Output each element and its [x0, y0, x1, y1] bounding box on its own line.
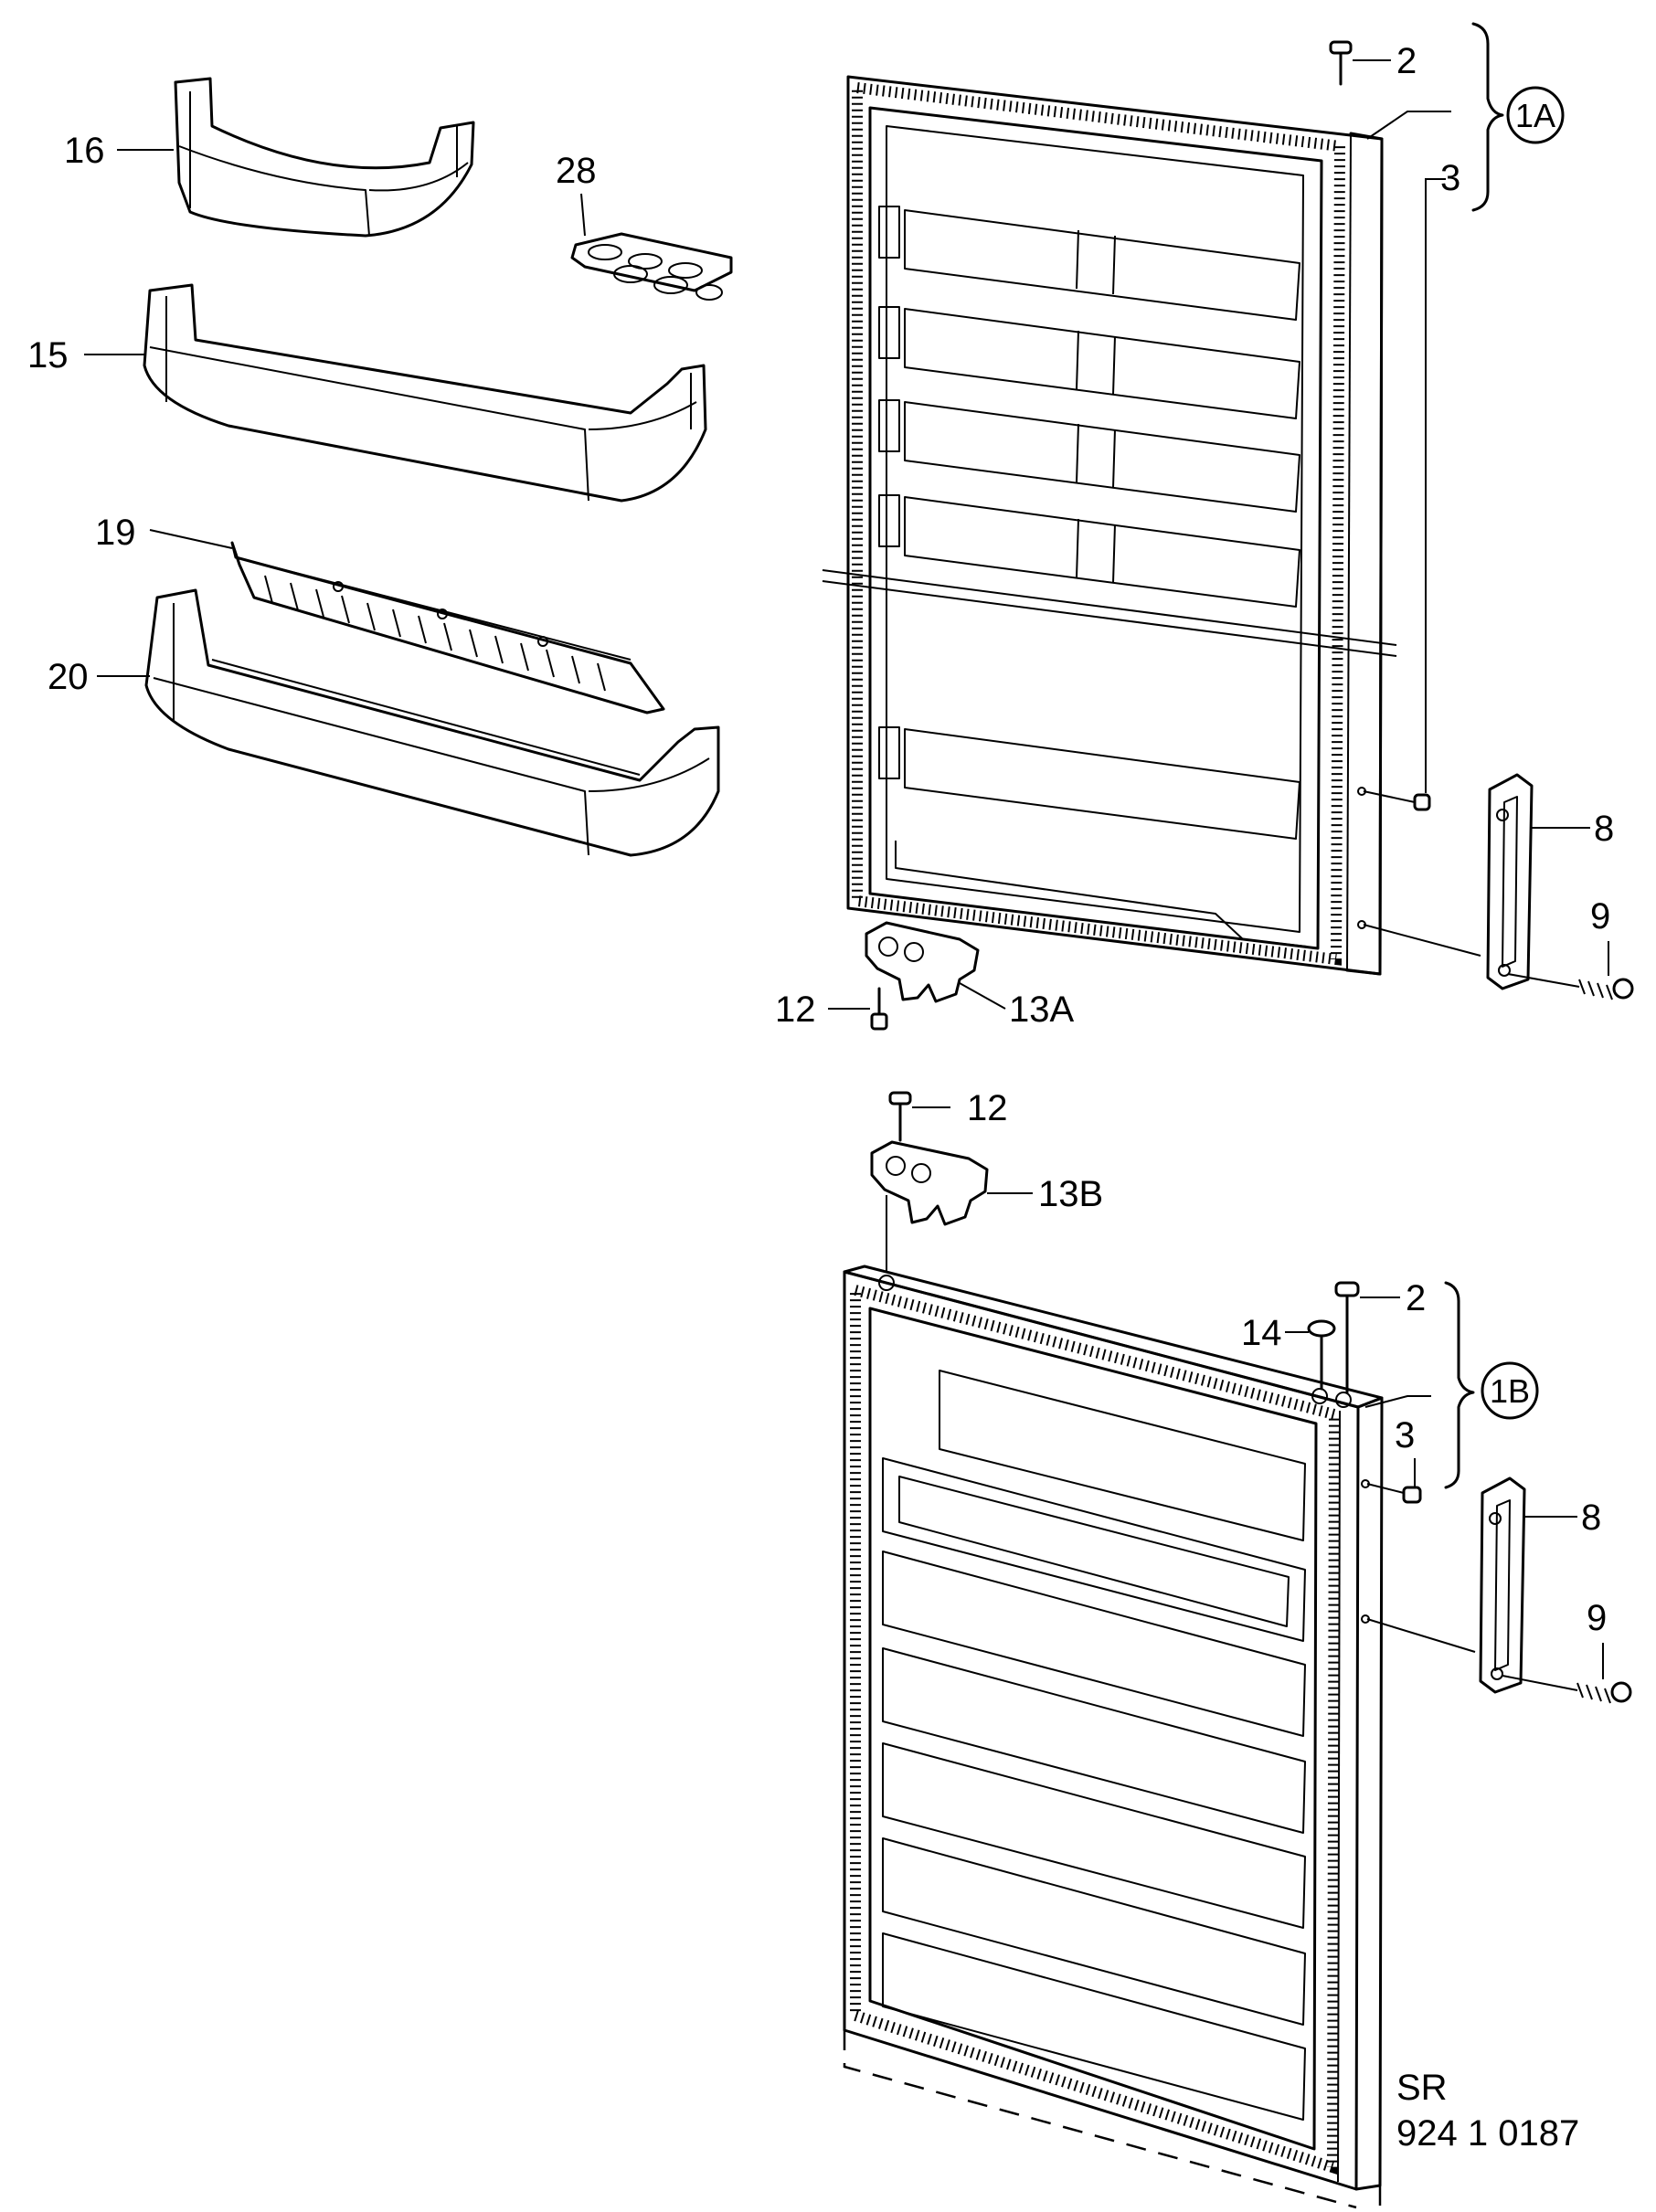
label-14: 14: [1241, 1313, 1282, 1353]
shelf-recesses-lower: [882, 1370, 1306, 2121]
label-9-lower: 9: [1587, 1598, 1607, 1638]
label-19: 19: [95, 513, 136, 553]
label-2-upper: 2: [1396, 41, 1417, 81]
upper-door-1a: [822, 75, 1397, 976]
door-bin-bottle-20: [144, 588, 720, 857]
label-16: 16: [64, 131, 105, 171]
label-28: 28: [556, 151, 597, 191]
drawing-ref-line1: SR: [1396, 2068, 1448, 2108]
drawing-ref-line2: 924 1 0187: [1396, 2113, 1579, 2154]
leader-3-upper: [1425, 178, 1446, 793]
bottle-retainer-19: [230, 541, 665, 714]
egg-tray-28: [570, 232, 733, 301]
screw-2-upper: [1329, 40, 1353, 86]
pin-14: [1307, 1319, 1336, 1391]
bracket-1a: [1471, 22, 1504, 212]
label-1b: 1B: [1490, 1372, 1530, 1410]
leader-28: [580, 193, 586, 237]
label-13b: 13B: [1038, 1174, 1103, 1214]
label-20: 20: [48, 657, 89, 697]
bracket-1b: [1444, 1281, 1475, 1489]
label-15: 15: [27, 335, 69, 376]
hinge-13b: [870, 1140, 989, 1226]
door-bin-large-15: [143, 283, 707, 503]
ref-circle-1b: [1481, 1361, 1539, 1420]
screw-12-upper: [870, 987, 888, 1031]
leader-1b: [1364, 1395, 1431, 1408]
hinge-13a: [865, 921, 980, 1003]
leader-1a: [1366, 111, 1451, 140]
handle-8-lower: [1479, 1476, 1526, 1694]
leader-13a: [959, 982, 1006, 1010]
shelf-rails-upper: [878, 206, 1300, 840]
label-3-upper: 3: [1440, 158, 1460, 198]
ref-circle-1a: [1506, 86, 1565, 144]
screw-12-lower: [888, 1091, 912, 1142]
screw-9-upper: [1363, 924, 1634, 1000]
label-9-upper: 9: [1590, 896, 1610, 937]
label-12-lower: 12: [967, 1088, 1008, 1128]
label-2-lower: 2: [1406, 1278, 1426, 1318]
label-13a: 13A: [1009, 990, 1074, 1030]
label-12-upper: 12: [775, 990, 816, 1030]
screw-3-upper: [1363, 790, 1431, 811]
leader-19: [149, 529, 233, 549]
label-3-lower: 3: [1395, 1415, 1415, 1455]
screw-9-lower: [1366, 1618, 1632, 1704]
screw-3-lower: [1366, 1458, 1422, 1504]
lower-door-1b: [843, 1265, 1384, 2209]
screw-2-lower: [1334, 1281, 1360, 1394]
handle-8-upper: [1486, 773, 1534, 990]
door-bin-small-16: [174, 77, 475, 238]
label-8-lower: 8: [1581, 1498, 1601, 1538]
label-8-upper: 8: [1594, 809, 1614, 849]
label-1a: 1A: [1515, 97, 1555, 134]
